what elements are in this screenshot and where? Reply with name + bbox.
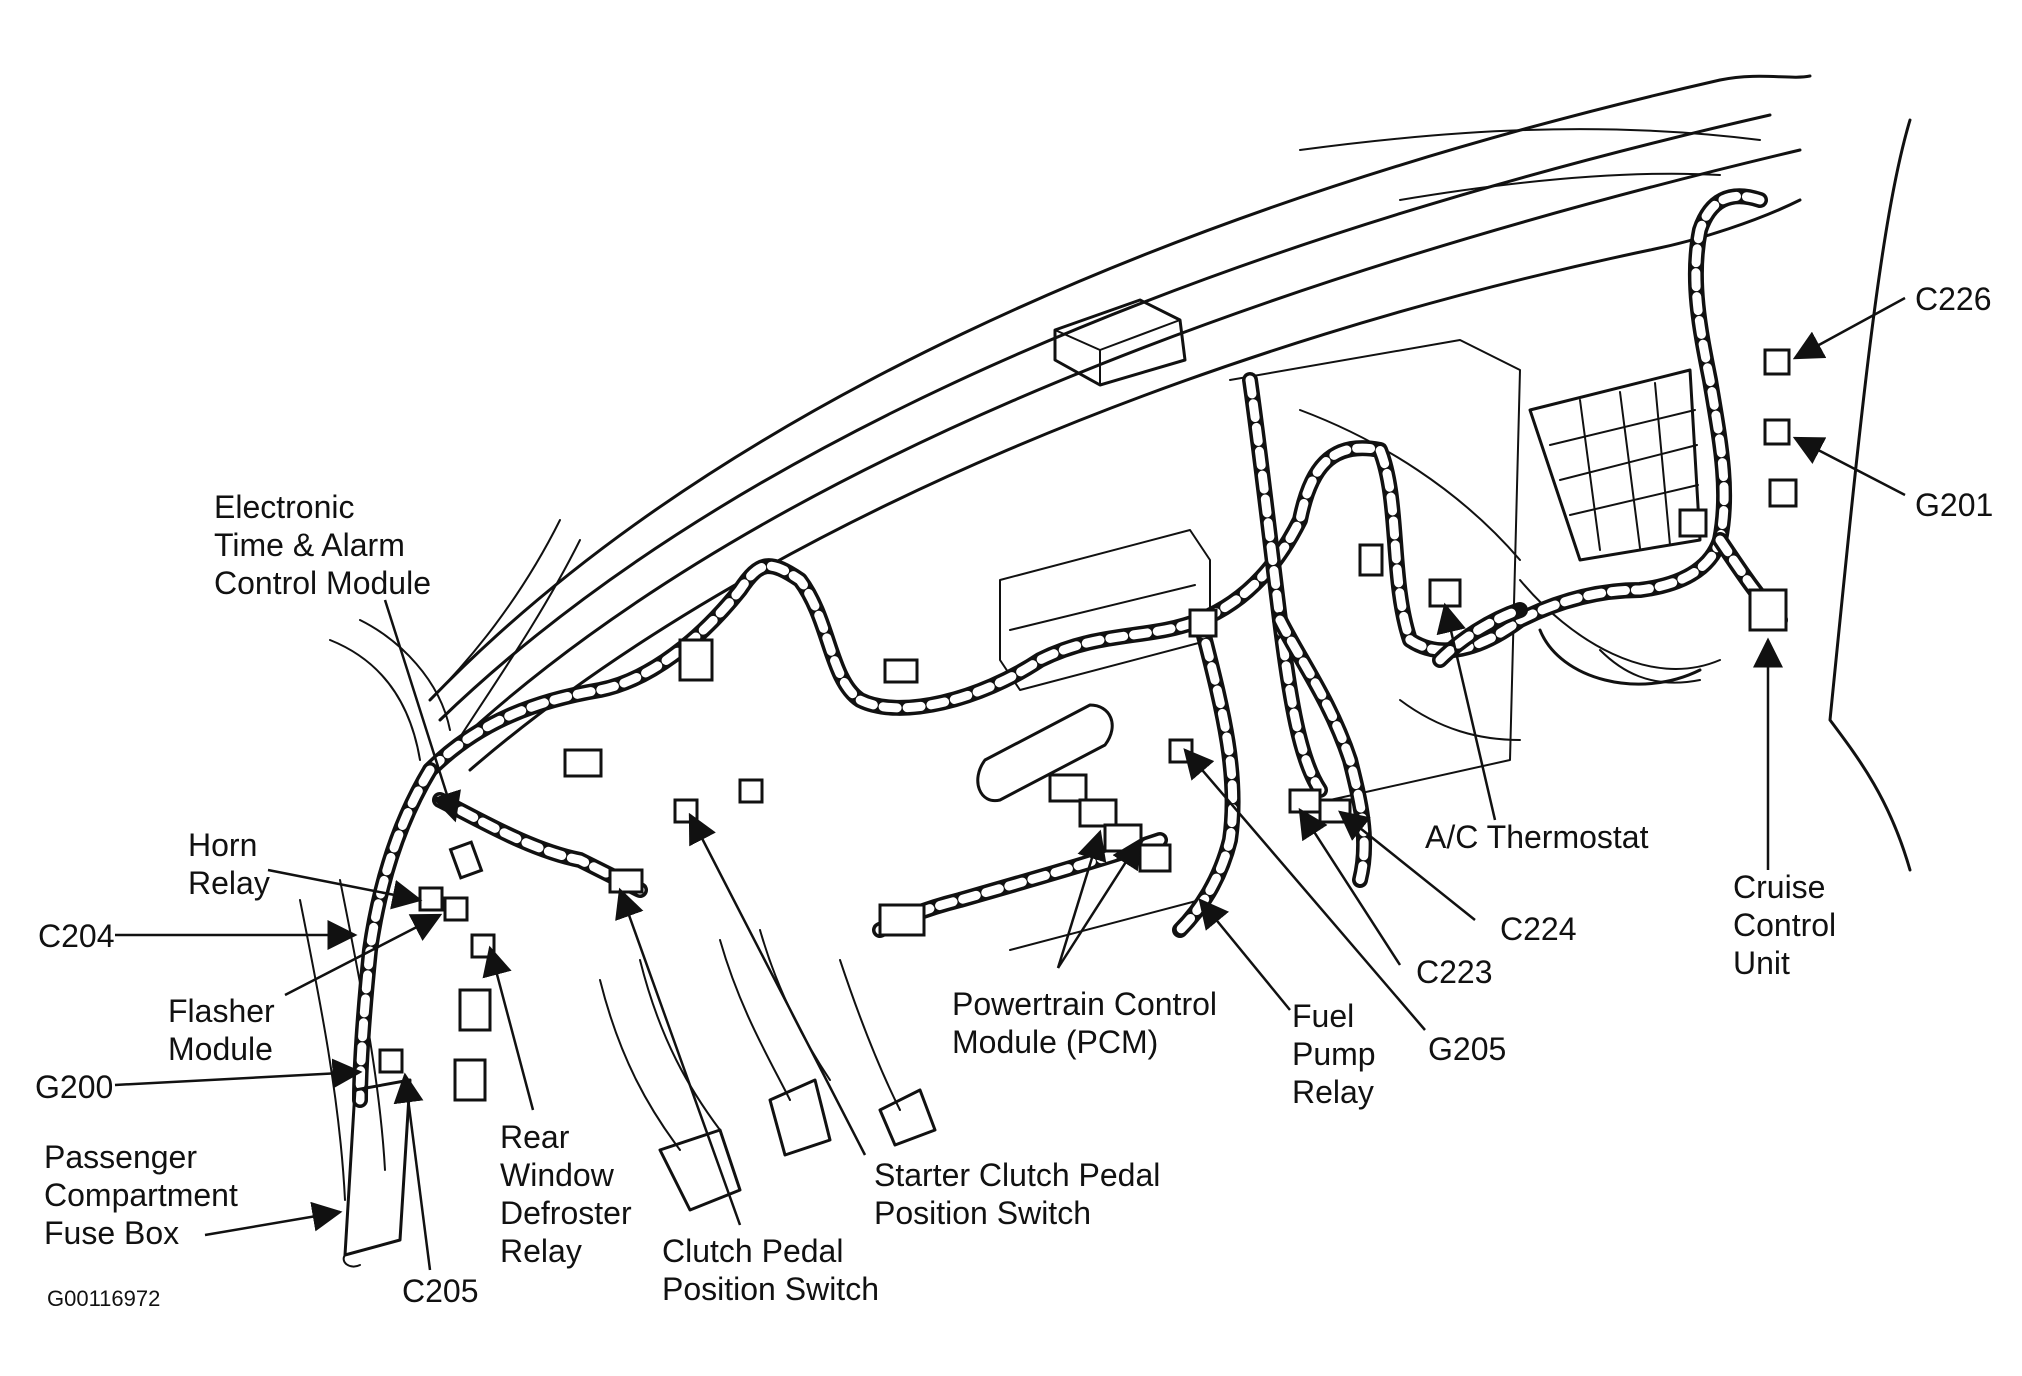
label-c224: C224 <box>1500 911 1577 947</box>
label-powertrain-control-module: Powertrain Control Module (PCM) <box>952 986 1217 1060</box>
label-g200: G200 <box>35 1069 114 1105</box>
label-c226: C226 <box>1915 281 1992 317</box>
label-g201: G201 <box>1915 487 1994 523</box>
label-cruise-control-unit: Cruise Control Unit <box>1733 869 1837 981</box>
figure-code: G00116972 <box>47 1286 161 1311</box>
label-fuel-pump-relay: Fuel Pump Relay <box>1292 998 1376 1110</box>
label-c204: C204 <box>38 918 115 954</box>
label-g205: G205 <box>1428 1031 1507 1067</box>
vent-grille <box>1528 368 1702 562</box>
leader-lines <box>114 296 1906 1271</box>
label-rear-window-defroster-relay: Rear Window Defroster Relay <box>500 1119 632 1269</box>
label-ac-thermostat: A/C Thermostat <box>1425 819 1649 855</box>
label-c223: C223 <box>1416 954 1493 990</box>
label-electronic-time-alarm-module: Electronic Time & Alarm Control Module <box>214 489 431 601</box>
label-c205: C205 <box>402 1273 479 1309</box>
label-flasher-module: Flasher Module <box>168 993 275 1067</box>
label-passenger-fuse-box: Passenger Compartment Fuse Box <box>44 1139 238 1251</box>
wiring-harness <box>352 188 1788 1108</box>
label-starter-clutch-pedal-switch: Starter Clutch Pedal Position Switch <box>874 1157 1161 1231</box>
label-clutch-pedal-position-switch: Clutch Pedal Position Switch <box>662 1233 879 1307</box>
label-horn-relay: Horn Relay <box>188 827 270 901</box>
fuse-box <box>342 1078 412 1268</box>
